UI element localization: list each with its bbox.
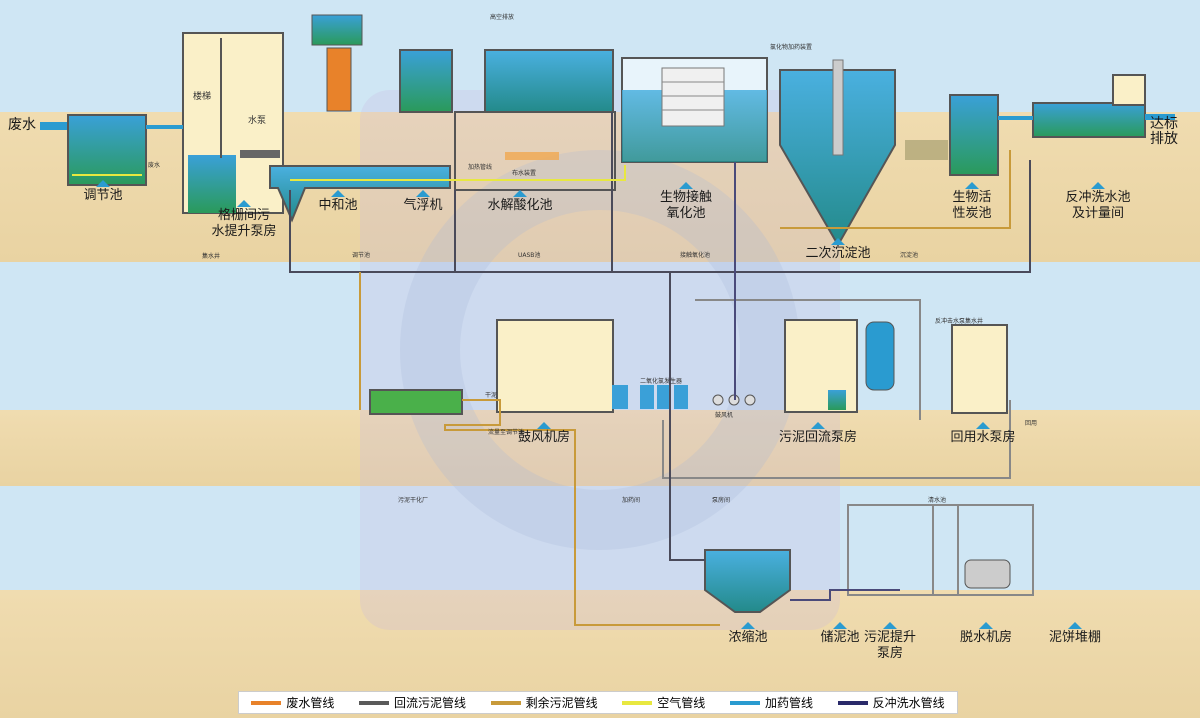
neutralization-tank-label: 中和池: [318, 198, 358, 213]
inlet-label: 废水: [8, 117, 36, 133]
ground-band-2: [0, 410, 1200, 486]
thickener-label: 浓缩池: [728, 630, 768, 645]
backwash-tank-shape: [1032, 102, 1146, 138]
legend: 废水管线 回流污泥管线 剩余污泥管线 空气管线 加药管线 反冲洗水管线: [238, 691, 958, 714]
legend-item: 回流污泥管线: [358, 694, 466, 711]
outlet-pipe: [1145, 114, 1175, 120]
small-label: 鼓风机: [715, 412, 734, 419]
legend-swatch: [622, 700, 653, 705]
legend-item: 空气管线: [622, 694, 705, 711]
legend-label: 废水管线: [286, 696, 335, 710]
legend-label: 剩余污泥管线: [525, 696, 598, 710]
sludge-return-pump-room-label: 污泥回流泵房: [778, 430, 858, 445]
contact-oxidation-tank-marker: [679, 182, 693, 189]
air-flotation-shape: [399, 49, 453, 113]
secondary-clarifier-marker: [831, 238, 845, 245]
legend-item: 反冲洗水管线: [837, 694, 945, 711]
pump-label: 水泵: [248, 116, 267, 126]
acid-tank: [326, 47, 352, 112]
blower-room-label: 鼓风机房: [517, 430, 571, 445]
hydrolysis-tank-label: 水解酸化池: [487, 198, 553, 213]
legend-swatch: [358, 700, 389, 705]
small-label: 加热管线: [468, 164, 493, 171]
small-label: 集水井: [202, 253, 221, 260]
air-flotation-marker: [416, 190, 430, 197]
pressure-tank: [865, 321, 895, 391]
small-label: 反冲击水泵集水井: [935, 318, 984, 325]
secondary-clarifier-shape: [779, 69, 896, 248]
sludge-pump-building: [784, 319, 858, 413]
legend-item: 剩余污泥管线: [490, 694, 598, 711]
cake-shed-marker: [1068, 622, 1082, 629]
screen-pump-house-label: 格栅间污 水提升泵房: [211, 208, 277, 239]
blower-building: [496, 319, 614, 413]
regulating-tank-label: 调节池: [83, 188, 123, 203]
small-label: 高空排放: [490, 14, 515, 21]
small-label: 调节池: [352, 252, 371, 259]
legend-label: 加药管线: [764, 696, 813, 710]
small-label: 加药间: [622, 497, 641, 504]
legend-swatch: [837, 700, 868, 705]
outlet-label: 达标 排放: [1150, 116, 1178, 147]
backwash-tank-label: 反冲洗水池 及计量间: [1065, 190, 1131, 221]
legend-label: 反冲洗水管线: [872, 696, 945, 710]
legend-item: 加药管线: [729, 694, 813, 711]
cake-shed-label: 泥饼堆棚: [1048, 630, 1102, 645]
sludge-return-pump-room-marker: [811, 422, 825, 429]
legend-label: 空气管线: [657, 696, 706, 710]
air-flotation-label: 气浮机: [403, 198, 443, 213]
sludge-storage-marker: [833, 622, 847, 629]
legend-swatch: [729, 700, 760, 705]
small-label: 回用: [1025, 420, 1038, 427]
drying-bed-shape: [369, 389, 463, 415]
small-label: 流量至调节池: [488, 429, 525, 436]
reuse-pump-building: [951, 324, 1008, 414]
small-label: 氯化物加药装置: [770, 44, 813, 51]
reuse-pump-room-marker: [976, 422, 990, 429]
small-label: 废水: [148, 162, 161, 169]
hydrolysis-tank-marker: [513, 190, 527, 197]
blower-room-marker: [537, 422, 551, 429]
small-label: UASB池: [518, 252, 541, 259]
backwash-tank-marker: [1091, 182, 1105, 189]
small-label: 干泥: [485, 392, 498, 399]
filter-press: [964, 559, 1011, 589]
thickener-marker: [741, 622, 755, 629]
stairs-label: 楼梯: [193, 92, 212, 102]
thickener-shape: [704, 549, 791, 613]
sludge-lift-pump-room-marker: [883, 622, 897, 629]
neutralization-tank-marker: [331, 190, 345, 197]
small-label: 接触氧化池: [680, 252, 711, 259]
small-label: 清水池: [928, 497, 947, 504]
regulating-tank-shape: [67, 114, 147, 186]
legend-item: 废水管线: [251, 694, 334, 711]
regulating-tank-marker: [96, 180, 110, 187]
small-label: 沉淀池: [900, 252, 919, 259]
activated-carbon-tank-marker: [965, 182, 979, 189]
sludge-lift-pump-room-label: 污泥提升 泵房: [863, 630, 917, 661]
activated-carbon-tank-shape: [949, 94, 999, 176]
activated-carbon-tank-label: 生物活 性炭池: [952, 190, 992, 221]
legend-swatch: [490, 700, 521, 705]
legend-swatch: [251, 700, 282, 705]
small-label: 泵房间: [712, 497, 731, 504]
sludge-storage-label: 储泥池: [820, 630, 860, 645]
small-label: 污泥干化厂: [398, 497, 429, 504]
inlet-pipe: [40, 122, 68, 130]
small-label: 二氧化氯发生器: [640, 378, 683, 385]
dewatering-room-marker: [979, 622, 993, 629]
hydrolysis-tank-shape: [484, 49, 614, 113]
contact-oxidation-tank-label: 生物接触 氧化池: [659, 190, 713, 221]
small-label: 布水装置: [512, 170, 537, 177]
secondary-clarifier-label: 二次沉淀池: [805, 246, 871, 261]
dewatering-room-label: 脱水机房: [959, 630, 1013, 645]
reuse-pump-room-label: 回用水泵房: [950, 430, 1016, 445]
screen-pump-house-marker: [237, 200, 251, 207]
legend-label: 回流污泥管线: [393, 696, 466, 710]
